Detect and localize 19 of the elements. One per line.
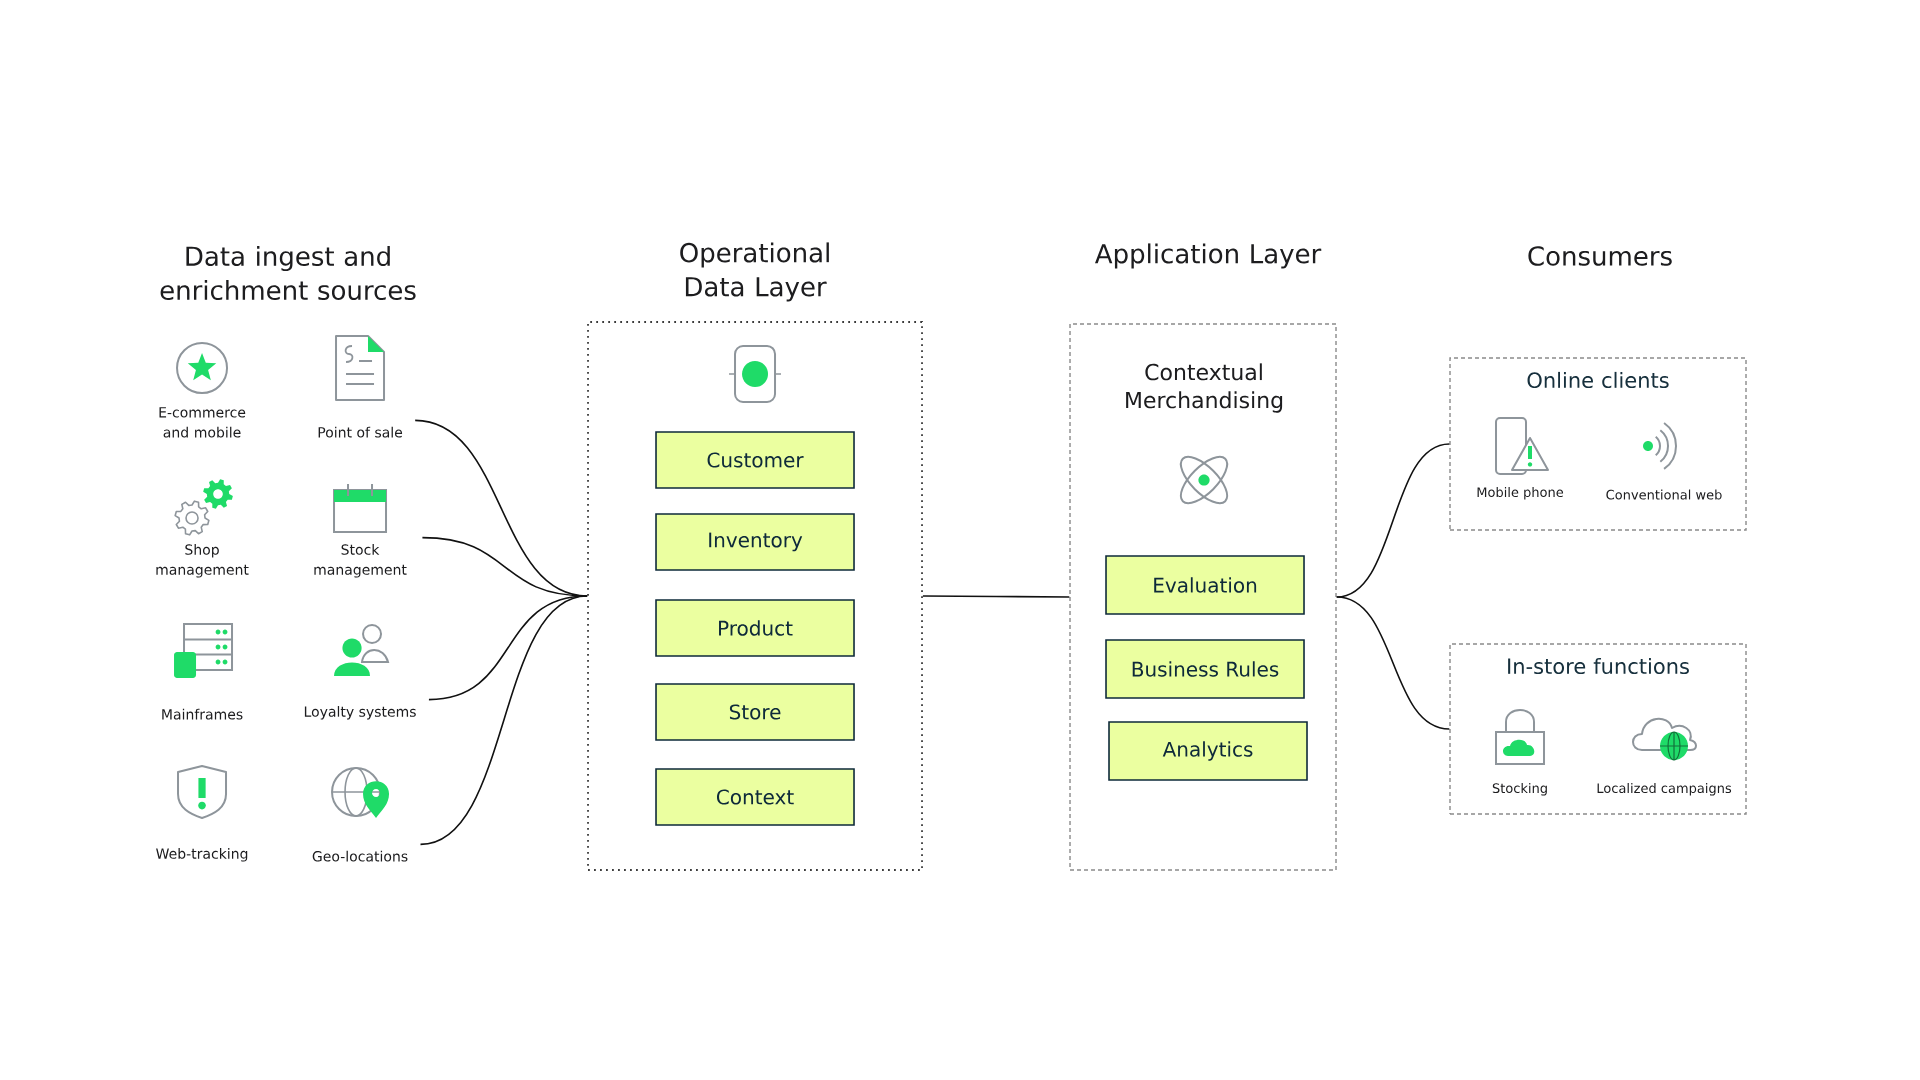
layer-heading: Operational Data Layer [680, 242, 829, 302]
connector [419, 595, 588, 846]
entity-box: Store [655, 683, 855, 741]
panel-title: In-store functions [1508, 657, 1689, 675]
entity-box: Context [655, 768, 855, 826]
entity-box: Business Rules [1105, 639, 1305, 699]
connector [428, 595, 588, 701]
entity-box: Evaluation [1105, 555, 1305, 615]
connector [922, 595, 1071, 598]
entity-box: Inventory [655, 513, 855, 571]
entity-box: Product [655, 599, 855, 657]
column-heading: Data ingest and enrichment sources [160, 245, 416, 301]
column-heading: Consumers [1528, 246, 1672, 266]
entity-box: Analytics [1108, 721, 1308, 781]
panel-title: Online clients [1527, 371, 1669, 389]
panel-title: Contextual Merchandising [1126, 363, 1283, 413]
entity-box: Customer [655, 431, 855, 489]
layer-heading: Application Layer [1095, 243, 1322, 269]
connector [1335, 596, 1451, 730]
